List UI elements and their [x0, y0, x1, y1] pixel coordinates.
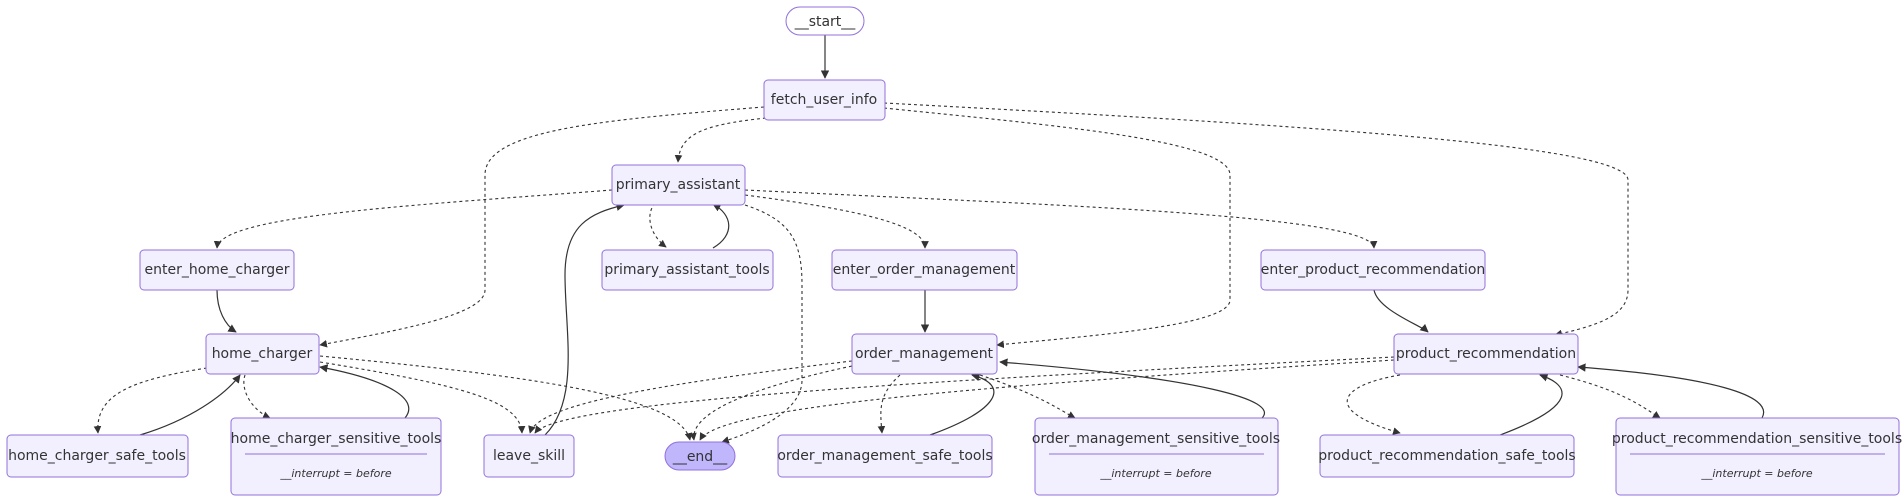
node-enter-product-recommendation[interactable]: enter_product_recommendation — [1260, 249, 1486, 291]
edge-home-sensitive — [243, 374, 271, 419]
edge-product-safe-back — [1499, 373, 1563, 436]
edge-order-end — [689, 365, 853, 441]
edge-leave-primary — [544, 202, 625, 436]
edge-product-sensitive-back — [1577, 363, 1765, 419]
node-fetch-user-info[interactable]: fetch_user_info — [763, 79, 886, 121]
edge-primary-enter-product — [744, 189, 1378, 249]
node-primary-assistant-label: primary_assistant — [616, 177, 741, 193]
node-enter-home-charger[interactable]: enter_home_charger — [139, 249, 295, 291]
edge-primary-enter-home — [213, 189, 613, 249]
node-enter-product-recommendation-label: enter_product_recommendation — [1261, 262, 1486, 278]
edge-order-sensitive-back — [999, 358, 1265, 419]
edge-product-sensitive — [1559, 374, 1661, 419]
node-order-management-sensitive-tools-label: order_management_sensitive_tools — [1032, 431, 1280, 447]
node-order-management-label: order_management — [855, 346, 994, 362]
edge-home-leave — [319, 361, 526, 434]
node-primary-assistant-tools[interactable]: primary_assistant_tools — [601, 249, 774, 291]
edge-order-safe-back — [929, 372, 995, 436]
node-primary-assistant-tools-label: primary_assistant_tools — [604, 262, 769, 278]
edges — [93, 35, 1765, 444]
edge-primary-enter-order — [744, 194, 929, 249]
node-product-recommendation-sensitive-tools[interactable]: product_recommendation_sensitive_tools _… — [1612, 417, 1902, 496]
node-enter-home-charger-label: enter_home_charger — [145, 262, 290, 278]
node-enter-order-management[interactable]: enter_order_management — [831, 249, 1018, 291]
node-primary-assistant[interactable]: primary_assistant — [611, 164, 746, 206]
edge-enter-product-product — [1373, 289, 1429, 333]
edge-product-leave — [534, 356, 1395, 434]
node-order-management-sensitive-tools-interrupt: __interrupt = before — [1099, 467, 1212, 480]
edge-fetch-order — [883, 107, 1231, 349]
node-product-recommendation-sensitive-tools-label: product_recommendation_sensitive_tools — [1612, 431, 1902, 447]
node-home-charger-sensitive-tools[interactable]: home_charger_sensitive_tools __interrupt… — [230, 417, 442, 496]
node-home-charger[interactable]: home_charger — [205, 333, 320, 375]
node-order-management[interactable]: order_management — [851, 333, 998, 375]
node-home-charger-sensitive-tools-label: home_charger_sensitive_tools — [231, 431, 442, 447]
node-start-label: __start__ — [794, 14, 857, 30]
edge-home-safe — [93, 367, 208, 434]
node-home-charger-safe-tools-label: home_charger_safe_tools — [8, 448, 186, 464]
node-product-recommendation-safe-tools-label: product_recommendation_safe_tools — [1318, 448, 1575, 464]
node-leave-skill-label: leave_skill — [493, 448, 565, 464]
edge-tools-primary — [712, 203, 730, 249]
edge-primary-tools — [649, 202, 667, 248]
node-start[interactable]: __start__ — [785, 6, 865, 36]
edge-order-leave — [528, 360, 853, 434]
edge-order-safe — [877, 374, 901, 434]
node-product-recommendation-sensitive-tools-interrupt: __interrupt = before — [1700, 467, 1813, 480]
edge-primary-end — [721, 204, 803, 444]
node-leave-skill[interactable]: leave_skill — [483, 434, 575, 478]
node-order-management-sensitive-tools[interactable]: order_management_sensitive_tools __inter… — [1032, 417, 1280, 496]
node-fetch-user-info-label: fetch_user_info — [771, 92, 877, 108]
edge-order-sensitive — [979, 374, 1076, 419]
node-product-recommendation-label: product_recommendation — [1396, 346, 1576, 362]
node-end-label: __end__ — [672, 449, 728, 465]
edge-fetch-home-charger — [319, 106, 765, 348]
node-order-management-safe-tools-label: order_management_safe_tools — [777, 448, 992, 464]
node-home-charger-safe-tools[interactable]: home_charger_safe_tools — [6, 434, 189, 478]
node-product-recommendation-safe-tools[interactable]: product_recommendation_safe_tools — [1318, 434, 1576, 478]
edge-fetch-primary — [674, 117, 767, 163]
edge-enter-home-home — [216, 289, 237, 333]
node-product-recommendation[interactable]: product_recommendation — [1393, 333, 1579, 375]
edge-safe-home — [139, 374, 241, 436]
edge-home-end — [319, 355, 693, 441]
nodes: __start__ fetch_user_info primary_assist… — [6, 6, 1902, 496]
node-enter-order-management-label: enter_order_management — [833, 262, 1016, 278]
node-home-charger-label: home_charger — [212, 346, 313, 362]
edge-product-safe — [1346, 374, 1401, 435]
edge-sensitive-home — [319, 364, 410, 419]
edge-fetch-product — [883, 102, 1629, 338]
node-order-management-safe-tools[interactable]: order_management_safe_tools — [777, 434, 993, 478]
edge-product-end — [699, 359, 1395, 441]
node-end[interactable]: __end__ — [664, 441, 736, 471]
node-home-charger-sensitive-tools-interrupt: __interrupt = before — [279, 467, 392, 480]
